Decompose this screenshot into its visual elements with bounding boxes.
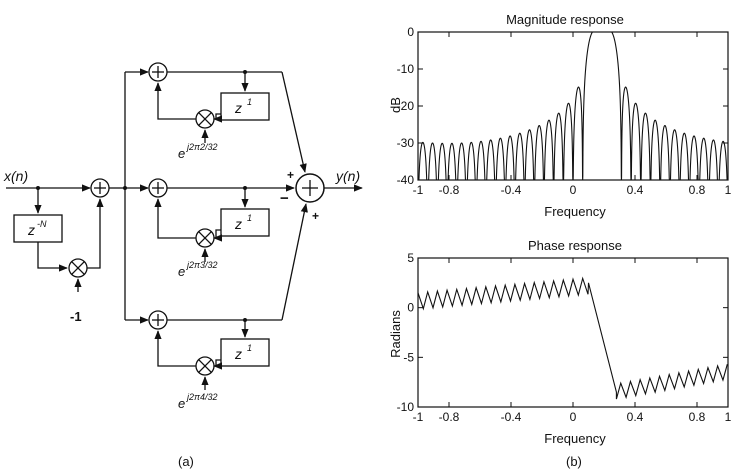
magnitude-xtick-label: -1 <box>413 183 424 197</box>
magnitude-xtick-label: 0 <box>570 183 577 197</box>
twiddle-1-base: e <box>178 146 185 161</box>
magnitude-xtick-label: 1 <box>725 183 732 197</box>
phase-xtick-label: -0.8 <box>439 410 460 424</box>
phase-xtick-label: 1 <box>725 410 732 424</box>
sum-sign-middle: − <box>280 190 289 207</box>
magnitude-ytick-label: 0 <box>407 25 414 39</box>
sum-sign-top: + <box>287 168 294 182</box>
phase-xtick-label: 0 <box>570 410 577 424</box>
magnitude-ytick-label: -30 <box>397 136 415 150</box>
resonator-3-exp: 1 <box>247 343 252 353</box>
resonator-3 <box>125 203 308 390</box>
phase-curve <box>417 276 728 400</box>
minus-one-label: -1 <box>70 309 82 324</box>
resonator-3-z: z <box>234 346 242 362</box>
phase-ylabel: Radians <box>388 310 403 358</box>
comb-summer <box>90 178 110 198</box>
mult-to-sum-line <box>87 198 104 269</box>
phase-ytick-label: -5 <box>403 350 414 364</box>
magnitude-xtick-label: 0.4 <box>627 183 644 197</box>
diagram-caption: (a) <box>178 454 194 469</box>
comb-to-mult-line <box>37 242 68 272</box>
phase-xlabel: Frequency <box>544 431 606 446</box>
phase-xtick-label: -1 <box>413 410 424 424</box>
twiddle-3-exp: j2π4/32 <box>186 392 218 402</box>
plots-caption: (b) <box>566 454 582 469</box>
twiddle-2-base: e <box>178 264 185 279</box>
resonator-1 <box>125 62 307 173</box>
resonator-1-z: z <box>234 100 242 116</box>
comb-delay-exp: -N <box>37 219 47 229</box>
magnitude-xtick-label: -0.8 <box>439 183 460 197</box>
phase-xtick-label: -0.4 <box>501 410 522 424</box>
resonator-2 <box>125 178 295 262</box>
phase-ytick-label: 5 <box>407 251 414 265</box>
magnitude-ytick-label: -40 <box>397 173 415 187</box>
resonator-2-exp: 1 <box>247 213 252 223</box>
resonator-1-exp: 1 <box>247 97 252 107</box>
comb-multiplier <box>68 258 88 278</box>
magnitude-xtick-label: -0.4 <box>501 183 522 197</box>
resonator-2-delay-box <box>220 208 270 237</box>
sum-sign-bottom: + <box>312 209 319 223</box>
block-diagram: x(n) z -N -1 <box>3 62 363 469</box>
phase-xtick-label: 0.4 <box>627 410 644 424</box>
magnitude-ylabel: dB <box>388 97 403 113</box>
resonator-2-z: z <box>234 216 242 232</box>
magnitude-xtick-label: 0.8 <box>689 183 706 197</box>
magnitude-xlabel: Frequency <box>544 204 606 219</box>
magnitude-curve <box>418 31 728 181</box>
magnitude-ytick-label: -20 <box>397 99 415 113</box>
output-label: y(n) <box>335 168 360 184</box>
resonator-3-delay-box <box>220 338 270 367</box>
twiddle-3-base: e <box>178 396 185 411</box>
magnitude-ytick-label: -10 <box>397 62 415 76</box>
input-label: x(n) <box>3 168 28 184</box>
output-summer <box>295 173 325 203</box>
twiddle-2-exp: j2π3/32 <box>186 260 218 270</box>
phase-title: Phase response <box>528 238 622 253</box>
magnitude-plot: Magnitude response Frequency dB -1 -0.8 -0… <box>388 12 732 219</box>
twiddle-1-exp: j2π2/32 <box>186 142 218 152</box>
magnitude-title: Magnitude response <box>506 12 624 27</box>
phase-ytick-label: -10 <box>397 400 415 414</box>
phase-plot: Phase response Frequency Radians -1 -0.8 -… <box>388 238 732 446</box>
phase-xtick-label: 0.8 <box>689 410 706 424</box>
resonator-1-delay-box <box>220 92 270 121</box>
phase-ytick-label: 0 <box>407 301 414 315</box>
comb-delay-z: z <box>27 222 35 238</box>
